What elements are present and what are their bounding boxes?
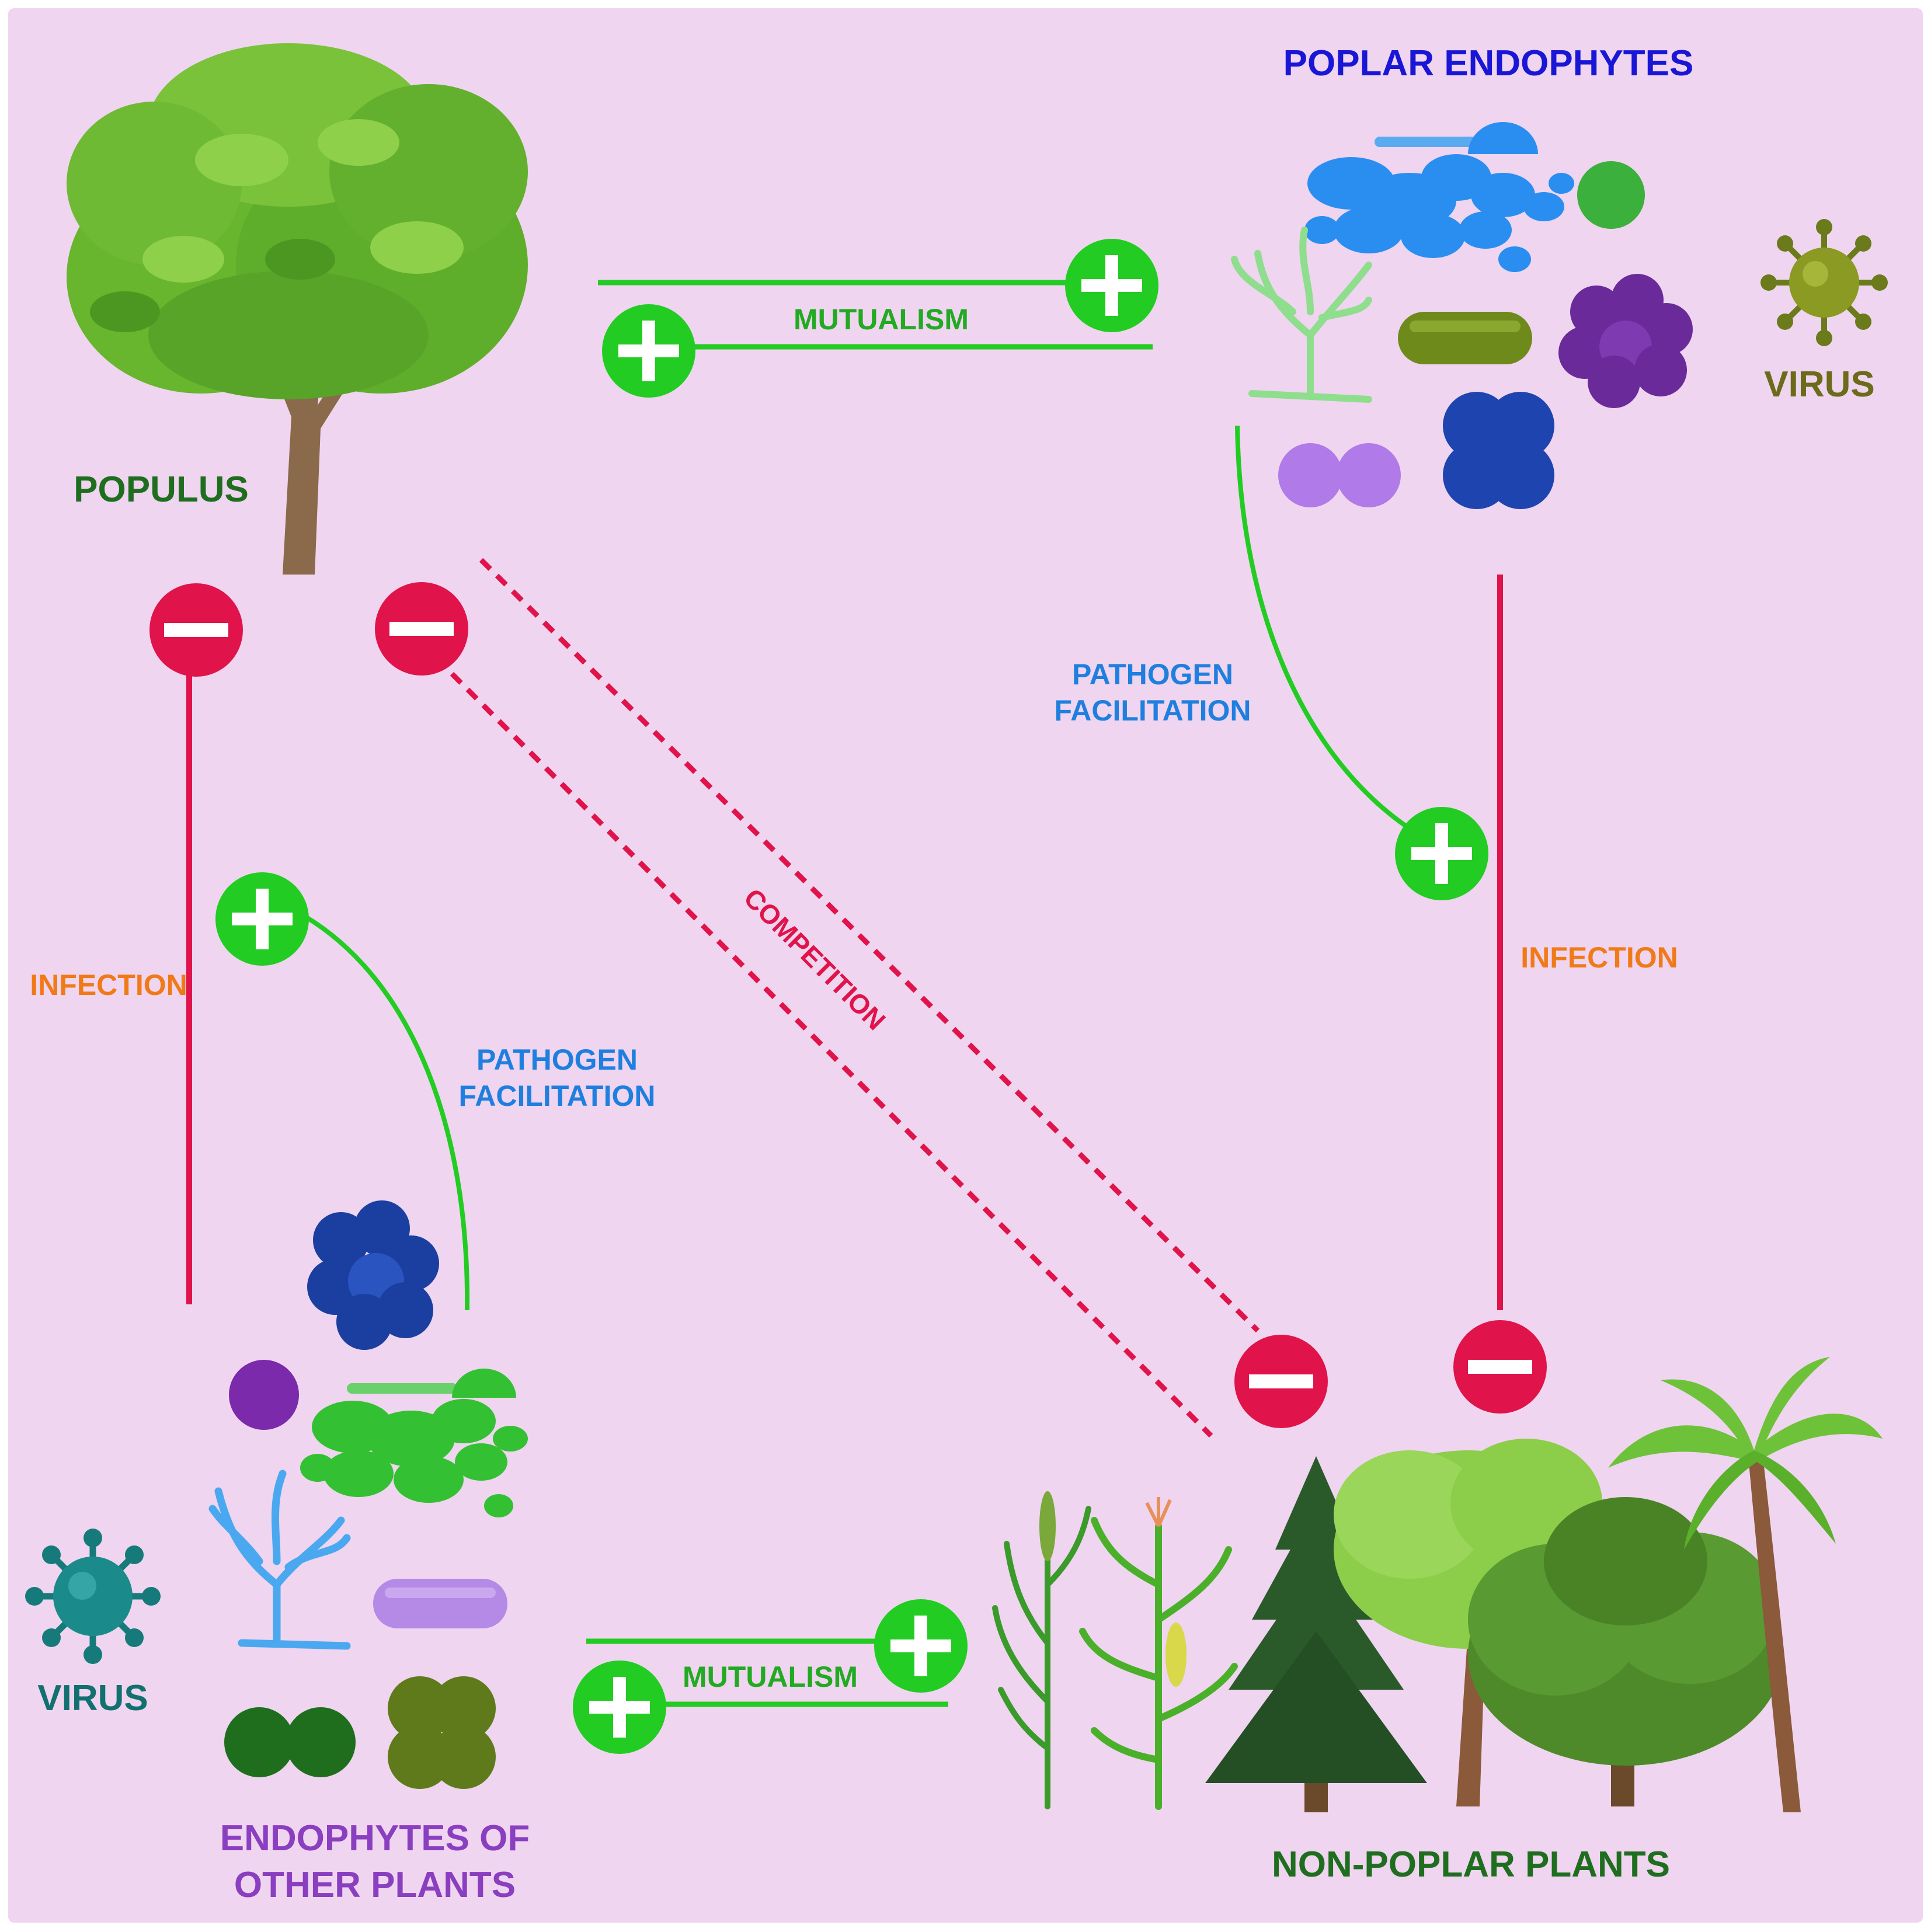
deciduous-tree-icon [1468,1497,1783,1806]
plus-badge-icon [602,304,695,398]
pathogen-facilitation-right-label-line2: FACILITATION [1055,694,1251,727]
plus-badge-icon [215,872,309,966]
minus-badge-icon [1234,1335,1328,1428]
minus-badge-icon [1453,1320,1547,1414]
endophytes-other-label-line2: OTHER PLANTS [234,1865,516,1905]
pathogen-facilitation-right-curve [1235,425,1411,831]
pathogen-facilitation-right-label-line1: PATHOGEN [1072,658,1233,691]
plus-badge-icon [1395,807,1488,900]
plus-badge-icon [573,1661,666,1754]
bacillus-icon [373,1579,507,1628]
fungus-hyphae-icon [1304,122,1574,272]
corn-icon [1079,1517,1238,1810]
diplococcus-icon [1278,443,1401,507]
diagram-canvas: POPULUS POPLAR ENDOPHYTES VIRUS VIRUS EN… [8,8,1923,1923]
pathogen-facilitation-left-label-line2: FACILITATION [459,1080,656,1112]
endophytes-other-label-line1: ENDOPHYTES OF [220,1818,530,1858]
competition-line-upper [479,558,1260,1333]
pathogen-facilitation-left-curve [287,905,470,1311]
mutualism-bottom-label: MUTUALISM [683,1661,858,1693]
corn-icon [1165,1623,1187,1687]
tetrad-cocci-icon [388,1676,496,1789]
grass-icon [1039,1491,1056,1561]
infection-right-label: INFECTION [1521,941,1678,974]
virus-icon [25,1529,161,1664]
diplococcus-icon [224,1707,356,1777]
poplar-endophytes-label: POPLAR ENDOPHYTES [1283,43,1694,83]
grass-icon [992,1506,1091,1809]
plus-badge-icon [874,1599,968,1693]
virus-top-label: VIRUS [1764,364,1874,405]
pathogen-facilitation-left-label-line1: PATHOGEN [476,1043,638,1076]
infection-left-label: INFECTION [30,969,187,1001]
fungus-hyphae-icon [208,1470,351,1650]
mutualism-top-label: MUTUALISM [794,303,969,336]
cluster-cocci-icon [307,1200,439,1350]
competition-label: COMPETITION [738,882,892,1036]
virus-icon [1760,219,1888,346]
virus-bottom-label: VIRUS [37,1678,148,1718]
tetrad-cocci-icon [1443,392,1554,509]
competition-line-lower [450,671,1213,1438]
cluster-cocci-icon [1558,274,1693,408]
poplar-tree-icon [67,43,528,575]
minus-badge-icon [375,582,468,676]
spore-icon [229,1360,299,1430]
minus-badge-icon [149,583,243,677]
palm-tree-icon [1608,1357,1883,1812]
fungus-hyphae-icon [1231,227,1372,403]
bacillus-icon [1398,312,1532,364]
plus-badge-icon [1065,239,1158,332]
non-poplar-plants-label: NON-POPLAR PLANTS [1272,1844,1670,1885]
populus-label: POPULUS [74,469,249,510]
spore-icon [1577,161,1645,229]
fungus-hyphae-icon [300,1369,528,1517]
corn-icon [1145,1497,1172,1527]
